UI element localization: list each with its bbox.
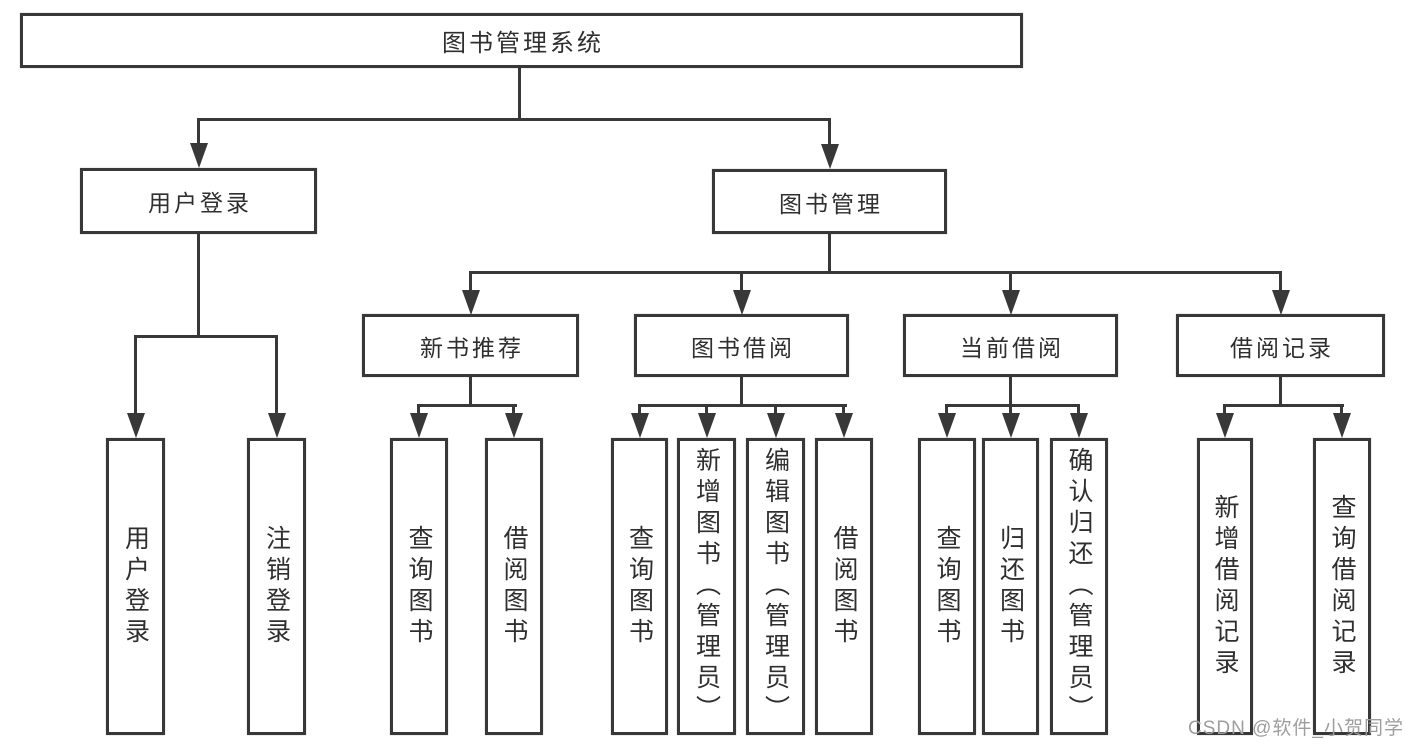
node-label: 编辑图书（管理员） <box>761 447 790 726</box>
connector-user-stem <box>197 234 200 335</box>
node-label: 图书管理 <box>779 190 883 217</box>
node-label: 图书借阅 <box>691 334 795 361</box>
connector-group-bar <box>1223 404 1344 407</box>
connector-leaf-shaft <box>134 335 137 415</box>
arrow-down-icon <box>1272 290 1290 315</box>
connector-leaf-shaft <box>275 335 278 415</box>
connector-leaf-shaft <box>1340 404 1343 416</box>
leaf-query-borrow-record: 查询借阅记录 <box>1313 438 1371 735</box>
connector-group-stem <box>1279 377 1282 405</box>
node-label: 借阅图书 <box>830 524 858 649</box>
connector-leaf-shaft <box>705 404 708 416</box>
arrow-down-icon <box>1216 413 1234 438</box>
node-label: 查询图书 <box>405 524 433 649</box>
node-label: 用户登录 <box>148 190 252 216</box>
node-label: 归还图书 <box>996 524 1025 649</box>
node-label: 新增图书（管理员） <box>692 447 721 726</box>
connector-group-bar <box>638 404 847 407</box>
node-label: 查询图书 <box>933 524 961 649</box>
node-label: 用户登录 <box>121 524 150 649</box>
connector-leaf-shaft <box>1009 404 1012 416</box>
node-label: 新增借阅记录 <box>1211 493 1239 680</box>
leaf-edit-books-admin: 编辑图书（管理员） <box>746 438 805 735</box>
connector-level2-bar <box>197 118 831 121</box>
connector-leaf-shaft <box>638 404 641 416</box>
node-label: 确认归还（管理员） <box>1065 447 1093 726</box>
arrow-down-icon <box>1002 413 1020 438</box>
arrow-down-icon <box>1333 413 1351 438</box>
arrow-down-icon <box>938 413 956 438</box>
node-label: 图书管理系统 <box>442 30 604 57</box>
leaf-confirm-return-admin: 确认归还（管理员） <box>1050 438 1108 735</box>
connector-user-children-bar <box>134 335 278 338</box>
arrow-down-icon <box>190 143 208 168</box>
connector-leaf-shaft <box>774 404 777 416</box>
node-current-borrow: 当前借阅 <box>903 314 1118 377</box>
arrow-down-icon <box>462 290 480 315</box>
arrow-down-icon <box>733 290 751 315</box>
connector-leaf-shaft <box>945 404 948 416</box>
connector-level3-shaft <box>740 271 743 293</box>
leaf-return-books: 归还图书 <box>982 438 1039 735</box>
arrow-down-icon <box>1070 413 1088 438</box>
connector-leaf-shaft <box>1077 404 1080 416</box>
connector-group-stem <box>1009 377 1012 405</box>
connector-root-stem <box>518 68 521 118</box>
arrow-down-icon <box>631 413 649 438</box>
node-user-login: 用户登录 <box>80 168 317 234</box>
leaf-add-borrow-record: 新增借阅记录 <box>1197 438 1253 735</box>
node-label: 借阅图书 <box>500 524 528 649</box>
leaf-borrow-books: 借阅图书 <box>815 438 873 735</box>
node-book-mgmt: 图书管理 <box>712 169 947 234</box>
arrow-down-icon <box>410 413 428 438</box>
connector-mgmt-stem <box>828 234 831 272</box>
arrow-down-icon <box>767 413 785 438</box>
arrow-down-icon <box>835 413 853 438</box>
node-borrow-records: 借阅记录 <box>1176 314 1385 377</box>
connector-level3-shaft <box>469 271 472 293</box>
leaf-user-login: 用户登录 <box>106 438 165 735</box>
arrow-down-icon <box>821 144 839 169</box>
connector-book-mgmt-shaft <box>828 118 831 146</box>
watermark: CSDN @软件_小贺同学 <box>1188 718 1404 739</box>
arrow-down-icon <box>698 413 716 438</box>
connector-user-login-shaft <box>197 118 200 146</box>
node-label: 注销登录 <box>262 524 291 649</box>
connector-group-bar <box>417 404 517 407</box>
connector-leaf-shaft <box>512 404 515 416</box>
connector-group-stem <box>740 377 743 405</box>
leaf-query-books: 查询图书 <box>918 438 976 735</box>
leaf-add-books-admin: 新增图书（管理员） <box>677 438 736 735</box>
connector-leaf-shaft <box>417 404 420 416</box>
node-new-book-rec: 新书推荐 <box>362 314 579 377</box>
node-label: 借阅记录 <box>1230 334 1334 361</box>
node-root: 图书管理系统 <box>20 13 1023 68</box>
arrow-down-icon <box>127 413 145 438</box>
node-book-borrow: 图书借阅 <box>634 314 849 377</box>
connector-level3-shaft <box>1279 271 1282 293</box>
connector-group-stem <box>469 377 472 405</box>
connector-level3-bar <box>469 271 1282 274</box>
leaf-query-books: 查询图书 <box>390 438 448 735</box>
arrow-down-icon <box>268 413 286 438</box>
node-label: 当前借阅 <box>960 334 1064 361</box>
node-label: 查询借阅记录 <box>1328 493 1356 680</box>
leaf-query-books: 查询图书 <box>611 438 668 735</box>
node-label: 查询图书 <box>625 524 654 649</box>
connector-level3-shaft <box>1009 271 1012 293</box>
connector-leaf-shaft <box>842 404 845 416</box>
leaf-logout: 注销登录 <box>247 438 306 735</box>
node-label: 新书推荐 <box>420 334 524 361</box>
arrow-down-icon <box>1002 290 1020 315</box>
connector-leaf-shaft <box>1223 404 1226 416</box>
connector-group-bar <box>945 404 1080 407</box>
arrow-down-icon <box>505 413 523 438</box>
leaf-borrow-books: 借阅图书 <box>485 438 543 735</box>
